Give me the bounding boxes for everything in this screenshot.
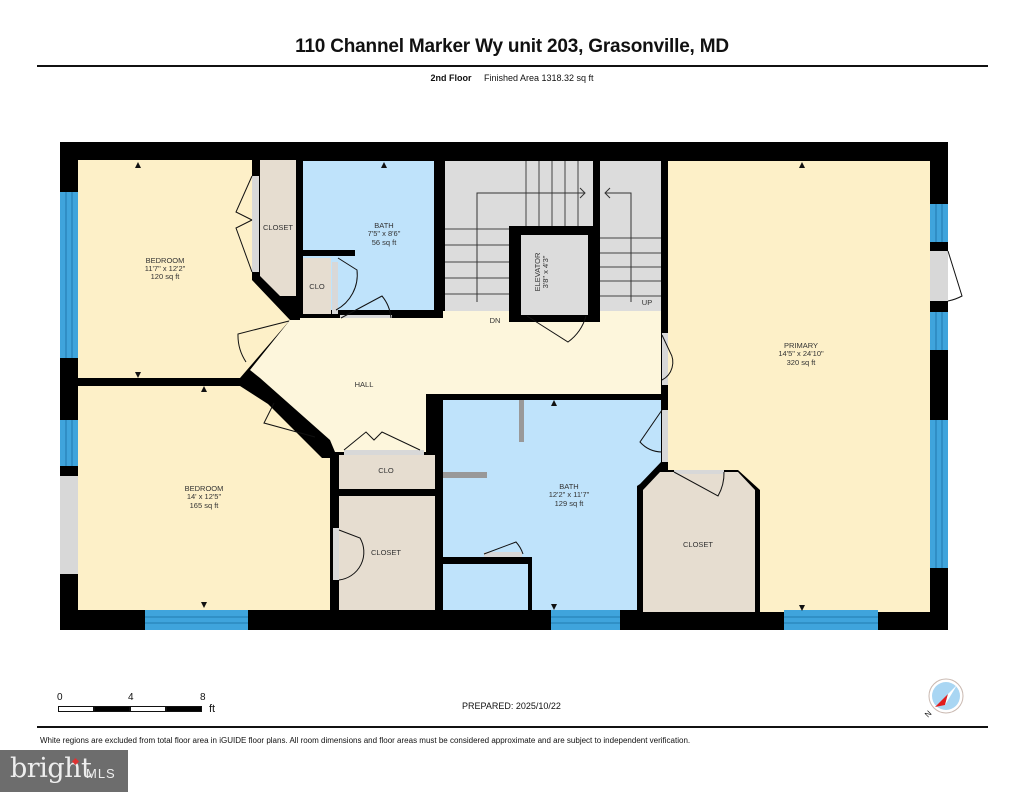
- svg-text:N: N: [923, 709, 934, 720]
- scale-unit: ft: [209, 703, 216, 715]
- svg-text:120 sq ft: 120 sq ft: [151, 272, 181, 281]
- svg-text:7'5" x 8'6": 7'5" x 8'6": [368, 229, 401, 238]
- exterior-door-primary: [930, 251, 948, 301]
- room-bath-2: [443, 400, 661, 610]
- footer-divider: [37, 726, 988, 728]
- room-closet-1: [260, 160, 296, 296]
- room-clo-1: [303, 258, 331, 314]
- stair-direction-arrows: [476, 187, 632, 302]
- bath-2-toilet-room: [443, 564, 528, 610]
- scale-label-4: 4: [128, 692, 134, 703]
- windows: [60, 192, 948, 630]
- dimension-markers: [135, 162, 805, 611]
- svg-text:HALL: HALL: [355, 380, 374, 389]
- prepared-date: PREPARED: 2025/10/22: [462, 701, 561, 711]
- finished-area: Finished Area 1318.32 sq ft: [483, 73, 594, 83]
- svg-text:320 sq ft: 320 sq ft: [787, 358, 817, 367]
- closet-1-door-opening: [252, 176, 259, 272]
- room-primary: [668, 161, 930, 612]
- room-labels: BEDROOM 11'7" x 12'2" 120 sq ft CLOSET B…: [145, 221, 824, 557]
- svg-text:DN: DN: [490, 316, 501, 325]
- svg-text:12'2" x 11'7": 12'2" x 11'7": [549, 490, 590, 499]
- svg-text:BATH: BATH: [559, 482, 578, 491]
- svg-text:BEDROOM: BEDROOM: [185, 484, 224, 493]
- svg-text:BATH: BATH: [374, 221, 393, 230]
- room-closet-3: [643, 472, 755, 612]
- svg-text:CLOSET: CLOSET: [263, 223, 293, 232]
- svg-text:CLOSET: CLOSET: [683, 540, 713, 549]
- svg-text:UP: UP: [642, 298, 652, 307]
- exterior-door-bedroom-2: [60, 476, 78, 574]
- room-hall: [250, 311, 661, 452]
- svg-text:BEDROOM: BEDROOM: [146, 256, 185, 265]
- svg-text:129 sq ft: 129 sq ft: [555, 499, 585, 508]
- scale-label-0: 0: [57, 692, 63, 703]
- svg-text:165 sq ft: 165 sq ft: [190, 501, 220, 510]
- room-closet-2: [339, 496, 435, 610]
- room-clo-2: [339, 455, 435, 489]
- compass-north-arrow-icon: N: [923, 678, 964, 720]
- room-bedroom-1: [78, 160, 290, 378]
- room-bedroom-2: [78, 386, 330, 610]
- svg-text:PRIMARY: PRIMARY: [784, 341, 818, 350]
- bright-mls-watermark: bright MLS: [0, 750, 128, 792]
- svg-text:14' x 12'5": 14' x 12'5": [187, 492, 222, 501]
- svg-text:11'7" x 12'2": 11'7" x 12'2": [145, 264, 186, 273]
- svg-text:CLO: CLO: [309, 282, 325, 291]
- floor-label: 2nd Floor: [430, 73, 472, 83]
- header-divider: [37, 65, 988, 67]
- svg-text:CLO: CLO: [378, 466, 394, 475]
- watermark-suffix: MLS: [86, 766, 116, 781]
- page-title: 110 Channel Marker Wy unit 203, Grasonvi…: [295, 36, 729, 57]
- watermark-brand: bright: [10, 753, 92, 784]
- svg-text:56 sq ft: 56 sq ft: [372, 238, 398, 247]
- svg-text:3'8" x 4'3": 3'8" x 4'3": [541, 255, 550, 288]
- disclaimer-text: White regions are excluded from total fl…: [40, 736, 691, 745]
- room-elevator: [521, 235, 588, 315]
- svg-text:14'5" x 24'10": 14'5" x 24'10": [778, 349, 824, 358]
- door-swings: [235, 175, 963, 581]
- svg-text:ELEVATOR: ELEVATOR: [533, 252, 542, 291]
- floor-summary: 2nd Floor Finished Area 1318.32 sq ft: [0, 73, 1024, 83]
- scale-label-8: 8: [200, 692, 206, 703]
- svg-text:CLOSET: CLOSET: [371, 548, 401, 557]
